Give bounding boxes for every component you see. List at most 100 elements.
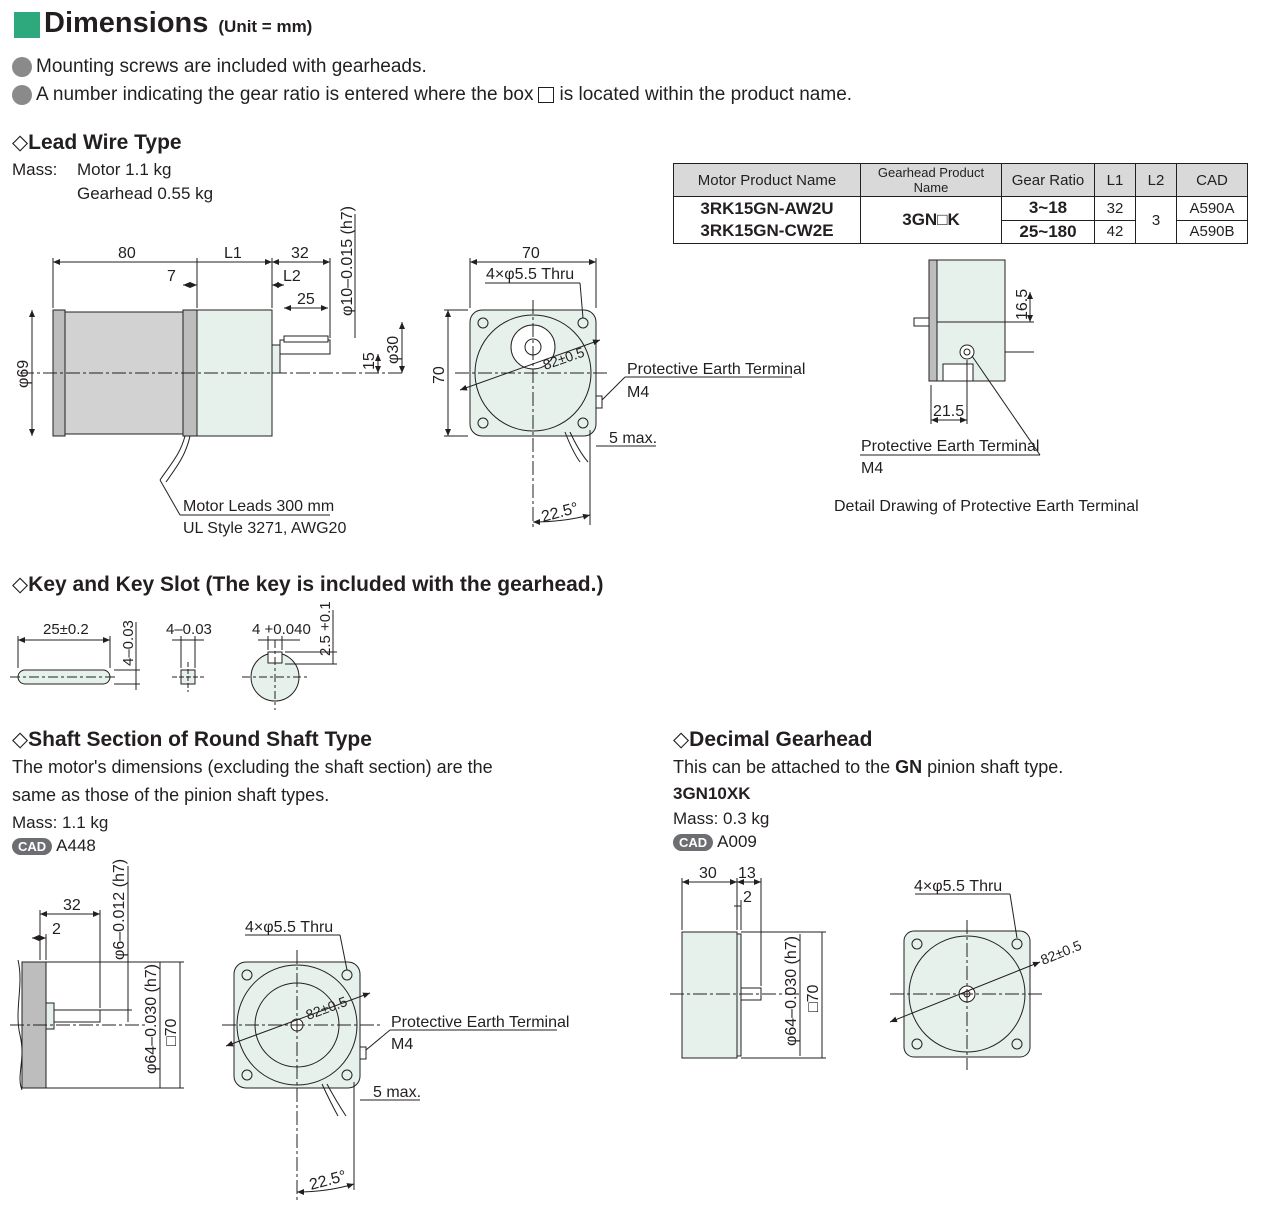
decimal-cad-link[interactable]: A009	[717, 832, 757, 851]
round-mass: Mass: 1.1 kg	[12, 813, 109, 832]
bullet-icon	[12, 85, 32, 105]
unit-label: (Unit = mm)	[218, 17, 313, 36]
th-cad: CAD	[1176, 163, 1248, 197]
dim-phi30: φ30	[385, 336, 402, 364]
spec-table: Motor Product Name Gearhead Product Name…	[673, 163, 1248, 244]
mass-label: Mass:	[12, 160, 58, 179]
th-motor: Motor Product Name	[673, 163, 861, 197]
detail-caption: Detail Drawing of Protective Earth Termi…	[834, 498, 1139, 515]
dim-L1: L1	[224, 245, 242, 262]
dim-phi69: φ69	[15, 360, 32, 388]
mass-motor: Motor 1.1 kg	[77, 160, 172, 179]
cad-badge: CAD	[12, 838, 53, 855]
detail-pet: Protective Earth Terminal	[861, 438, 1039, 455]
dec-dim-30: 30	[699, 865, 717, 882]
key-4b: 4–0.03	[166, 621, 212, 638]
motor-front-view	[444, 258, 792, 530]
section-lead-wire: ◇Lead Wire Type	[12, 131, 182, 154]
holes-label: 4×φ5.5 Thru	[486, 266, 574, 283]
key-drawings	[10, 610, 337, 710]
decimal-mass: Mass: 0.3 kg	[673, 809, 770, 828]
dec-holes: 4×φ5.5 Thru	[914, 878, 1002, 895]
motor-side-view	[20, 214, 405, 516]
key-25: 25±0.2	[43, 621, 89, 638]
mass-gearhead: Gearhead 0.55 kg	[77, 184, 214, 203]
detail-m4: M4	[861, 460, 883, 477]
angle-label: 22.5°	[540, 500, 581, 526]
title-marker	[14, 12, 40, 38]
pet-label: Protective Earth Terminal	[627, 361, 805, 378]
td-l1-1: 32	[1094, 196, 1136, 221]
td-ratio-2: 25~180	[1001, 219, 1095, 244]
key-4c: 4 +0.040	[252, 621, 311, 638]
m4-label: M4	[627, 384, 649, 401]
round-cad-link[interactable]: A448	[56, 836, 96, 855]
decimal-model: 3GN10XK	[673, 784, 751, 803]
box-icon	[538, 87, 555, 103]
th-l1: L1	[1094, 163, 1136, 197]
page-title: Dimensions	[44, 7, 209, 39]
dec-sq70: □70	[805, 984, 822, 1012]
dec-pcd: 82±0.5	[1038, 937, 1084, 968]
th-gearhead: Gearhead Product Name	[860, 163, 1002, 197]
page-header: Dimensions (Unit = mm)	[14, 8, 312, 38]
dec-pilot: φ64–0.030 (h7)	[783, 936, 800, 1046]
key-4a: 4–0.03	[120, 620, 137, 666]
dim-80: 80	[118, 245, 136, 262]
detail-drawing	[860, 259, 1041, 456]
dim-70-v: 70	[431, 366, 448, 384]
decimal-side	[670, 878, 826, 1059]
td-cad-2: A590B	[1176, 219, 1248, 244]
section-key: ◇Key and Key Slot (The key is included w…	[12, 573, 604, 596]
dim-L2: L2	[283, 268, 301, 285]
round-m4: M4	[391, 1036, 413, 1053]
td-l2: 3	[1135, 196, 1177, 244]
dim-15: 15	[361, 352, 378, 370]
round-max5: 5 max.	[373, 1084, 421, 1101]
bullet-icon	[12, 57, 32, 77]
td-gearhead: 3GN□K	[860, 196, 1002, 244]
key-labels: 25±0.2 4–0.03 4–0.03 4 +0.040 2.5 +0.1	[43, 601, 334, 666]
th-l2: L2	[1135, 163, 1177, 197]
round-shaft-front	[222, 934, 557, 1200]
th-ratio: Gear Ratio	[1001, 163, 1095, 197]
decimal-front	[889, 893, 1045, 1070]
detail-21-5: 21.5	[933, 403, 964, 420]
round-pilot-dim: φ64–0.030 (h7)	[143, 964, 160, 1074]
decimal-desc: This can be attached to the GN pinion sh…	[673, 757, 1064, 777]
section-round-shaft: ◇Shaft Section of Round Shaft Type	[12, 728, 372, 751]
round-dim-32: 32	[63, 897, 81, 914]
note-2: A number indicating the gear ratio is en…	[12, 84, 852, 106]
dim-25: 25	[297, 291, 315, 308]
round-shaft-dim: φ6–0.012 (h7)	[111, 859, 128, 960]
dim-shaft: φ10–0.015 (h7)	[339, 206, 356, 316]
dim-7: 7	[167, 268, 176, 285]
dim-32: 32	[291, 245, 309, 262]
td-l1-2: 42	[1094, 219, 1136, 244]
dim-70: 70	[522, 245, 540, 262]
detail-16-5: 16.5	[1014, 289, 1031, 320]
round-shaft-side	[10, 866, 184, 1091]
note-1: Mounting screws are included with gearhe…	[12, 56, 427, 78]
round-desc-2: same as those of the pinion shaft types.	[12, 785, 330, 805]
leads-label-1: Motor Leads 300 mm	[183, 498, 334, 515]
round-pet: Protective Earth Terminal	[391, 1014, 569, 1031]
round-desc-1: The motor's dimensions (excluding the sh…	[12, 757, 493, 777]
dec-dim-13: 13	[738, 865, 756, 882]
td-ratio-1: 3~18	[1001, 196, 1095, 221]
key-2-5: 2.5 +0.1	[317, 601, 334, 656]
decimal-side-labels: 30 13 2 φ64–0.030 (h7) □70	[699, 865, 822, 1046]
cad-badge: CAD	[673, 834, 714, 851]
round-sq70: □70	[163, 1018, 180, 1046]
motor-side-labels: 80 7 L1 32 L2 25 φ10–0.015 (h7) φ69 φ30 …	[15, 206, 402, 537]
round-dim-2: 2	[52, 921, 61, 938]
max5-label: 5 max.	[609, 430, 657, 447]
td-motors: 3RK15GN-AW2U 3RK15GN-CW2E	[673, 196, 861, 244]
dec-dim-2: 2	[743, 889, 752, 906]
round-shaft-side-labels: 32 2 φ6–0.012 (h7) φ64–0.030 (h7) □70	[52, 859, 180, 1074]
section-decimal: ◇Decimal Gearhead	[673, 728, 873, 751]
leads-label-2: UL Style 3271, AWG20	[183, 520, 346, 537]
